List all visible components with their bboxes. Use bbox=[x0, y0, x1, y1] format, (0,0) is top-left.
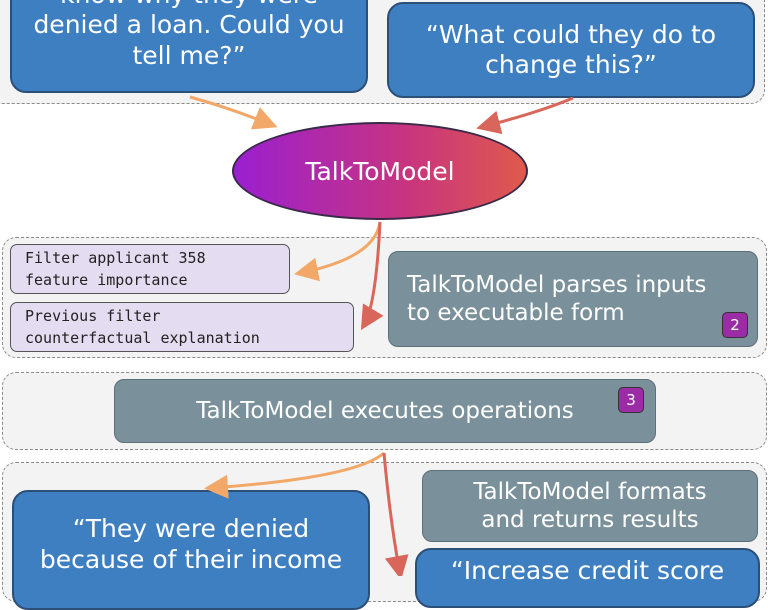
parse-step-box: TalkToModel parses inputs to executable … bbox=[388, 251, 758, 347]
operation-feature-importance: Filter applicant 358 feature importance bbox=[10, 244, 290, 294]
step-2-badge: 2 bbox=[722, 312, 748, 338]
answer-increase-credit: “Increase credit score bbox=[415, 548, 760, 608]
operation-counterfactual-text: Previous filter counterfactual explanati… bbox=[25, 307, 260, 347]
answer-denied-income-text: “They were denied because of their incom… bbox=[39, 514, 343, 574]
question-why-denied: know why they were denied a loan. Could … bbox=[10, 0, 368, 93]
step-3-badge: 3 bbox=[618, 387, 644, 413]
operation-feature-importance-text: Filter applicant 358 feature importance bbox=[25, 249, 206, 289]
answer-increase-credit-text: “Increase credit score bbox=[450, 556, 725, 585]
talktomodel-label: TalkToModel bbox=[305, 156, 455, 186]
parse-step-text: TalkToModel parses inputs to executable … bbox=[407, 271, 707, 326]
format-step-text: TalkToModel formats and returns results bbox=[473, 478, 707, 533]
question-why-denied-text: know why they were denied a loan. Could … bbox=[33, 0, 345, 70]
answer-denied-income: “They were denied because of their incom… bbox=[12, 490, 370, 610]
operation-counterfactual: Previous filter counterfactual explanati… bbox=[10, 302, 354, 352]
execute-step-box: TalkToModel executes operations 3 bbox=[114, 379, 656, 443]
execute-step-text: TalkToModel executes operations bbox=[196, 398, 574, 424]
question-what-change-text: “What could they do to change this?” bbox=[425, 19, 717, 80]
talktomodel-node: TalkToModel bbox=[232, 122, 528, 220]
format-step-box: TalkToModel formats and returns results bbox=[422, 470, 758, 542]
question-what-change: “What could they do to change this?” bbox=[387, 2, 755, 98]
